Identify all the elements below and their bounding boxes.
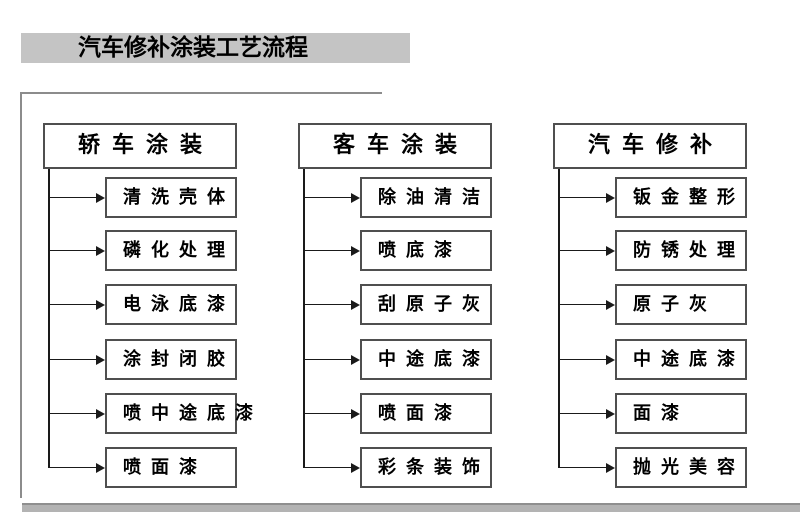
connector-arrow-line bbox=[558, 196, 608, 198]
column-header-box: 轿车涂装 bbox=[43, 123, 237, 169]
page-title-bar: 汽车修补涂装工艺流程 bbox=[21, 33, 410, 63]
process-step-label: 喷面漆 bbox=[123, 457, 207, 478]
arrowhead-icon bbox=[606, 299, 615, 310]
arrowhead-icon bbox=[96, 192, 105, 203]
process-step-box: 钣金整形 bbox=[615, 177, 747, 218]
arrowhead-icon bbox=[351, 245, 360, 256]
process-step-box: 喷中途底漆 bbox=[105, 393, 263, 434]
connector-arrow-line bbox=[303, 412, 353, 414]
process-step-label: 面漆 bbox=[633, 403, 689, 424]
process-step-label: 抛光美容 bbox=[633, 457, 745, 478]
connector-arrow-line bbox=[48, 303, 98, 305]
connector-trunk-line bbox=[48, 169, 50, 468]
process-step-label: 中途底漆 bbox=[633, 349, 745, 370]
arrowhead-icon bbox=[96, 354, 105, 365]
process-step-label: 磷化处理 bbox=[123, 240, 235, 261]
connector-arrow-line bbox=[558, 358, 608, 360]
arrowhead-icon bbox=[351, 408, 360, 419]
connector-arrow-line bbox=[303, 466, 353, 468]
process-step-label: 喷底漆 bbox=[378, 240, 462, 261]
connector-arrow-line bbox=[558, 249, 608, 251]
arrowhead-icon bbox=[96, 245, 105, 256]
column-header-box: 客车涂装 bbox=[298, 123, 492, 169]
process-step-box: 喷面漆 bbox=[105, 447, 237, 488]
process-step-label: 刮原子灰 bbox=[378, 294, 490, 315]
column-header-label: 轿车涂装 bbox=[77, 133, 214, 158]
arrowhead-icon bbox=[606, 354, 615, 365]
process-step-label: 除油清洁 bbox=[378, 187, 490, 208]
arrowhead-icon bbox=[96, 462, 105, 473]
process-step-label: 喷面漆 bbox=[378, 403, 462, 424]
process-step-box: 彩条装饰 bbox=[360, 447, 492, 488]
connector-arrow-line bbox=[558, 412, 608, 414]
process-step-label: 防锈处理 bbox=[633, 240, 745, 261]
arrowhead-icon bbox=[606, 192, 615, 203]
connector-arrow-line bbox=[48, 412, 98, 414]
process-step-label: 喷中途底漆 bbox=[123, 403, 263, 424]
arrowhead-icon bbox=[351, 299, 360, 310]
process-step-box: 除油清洁 bbox=[360, 177, 492, 218]
process-step-box: 涂封闭胶 bbox=[105, 339, 237, 380]
column-header-label: 客车涂装 bbox=[332, 133, 469, 158]
connector-arrow-line bbox=[558, 466, 608, 468]
process-column: 汽车修补 钣金整形 防锈处理 原子灰 中途底漆 面漆 bbox=[553, 123, 747, 493]
connector-arrow-line bbox=[48, 358, 98, 360]
process-step-label: 涂封闭胶 bbox=[123, 349, 235, 370]
connector-arrow-line bbox=[48, 466, 98, 468]
process-step-box: 喷面漆 bbox=[360, 393, 492, 434]
frame-border bbox=[20, 92, 382, 498]
connector-arrow-line bbox=[48, 249, 98, 251]
arrowhead-icon bbox=[606, 408, 615, 419]
arrowhead-icon bbox=[351, 354, 360, 365]
arrowhead-icon bbox=[351, 192, 360, 203]
column-header-label: 汽车修补 bbox=[587, 133, 724, 158]
process-column: 客车涂装 除油清洁 喷底漆 刮原子灰 中途底漆 喷面漆 bbox=[298, 123, 492, 493]
process-step-box: 喷底漆 bbox=[360, 230, 492, 271]
connector-trunk-line bbox=[558, 169, 560, 468]
connector-arrow-line bbox=[303, 303, 353, 305]
process-step-box: 抛光美容 bbox=[615, 447, 747, 488]
process-step-box: 清洗壳体 bbox=[105, 177, 237, 218]
process-step-box: 刮原子灰 bbox=[360, 284, 492, 325]
process-step-label: 彩条装饰 bbox=[378, 457, 490, 478]
page-title: 汽车修补涂装工艺流程 bbox=[78, 35, 308, 61]
process-step-label: 中途底漆 bbox=[378, 349, 490, 370]
bottom-bar bbox=[22, 503, 800, 512]
connector-arrow-line bbox=[558, 303, 608, 305]
process-step-box: 防锈处理 bbox=[615, 230, 747, 271]
connector-arrow-line bbox=[48, 196, 98, 198]
arrowhead-icon bbox=[351, 462, 360, 473]
process-step-label: 电泳底漆 bbox=[123, 294, 235, 315]
arrowhead-icon bbox=[96, 408, 105, 419]
connector-trunk-line bbox=[303, 169, 305, 468]
column-header-box: 汽车修补 bbox=[553, 123, 747, 169]
arrowhead-icon bbox=[96, 299, 105, 310]
process-step-label: 原子灰 bbox=[633, 294, 717, 315]
process-step-box: 中途底漆 bbox=[360, 339, 492, 380]
connector-arrow-line bbox=[303, 196, 353, 198]
arrowhead-icon bbox=[606, 462, 615, 473]
process-step-label: 清洗壳体 bbox=[123, 187, 235, 208]
process-step-box: 原子灰 bbox=[615, 284, 747, 325]
connector-arrow-line bbox=[303, 249, 353, 251]
process-step-box: 中途底漆 bbox=[615, 339, 747, 380]
process-step-box: 磷化处理 bbox=[105, 230, 237, 271]
process-step-box: 面漆 bbox=[615, 393, 747, 434]
process-step-label: 钣金整形 bbox=[633, 187, 745, 208]
process-column: 轿车涂装 清洗壳体 磷化处理 电泳底漆 涂封闭胶 喷中途底漆 bbox=[43, 123, 263, 493]
process-step-box: 电泳底漆 bbox=[105, 284, 237, 325]
connector-arrow-line bbox=[303, 358, 353, 360]
arrowhead-icon bbox=[606, 245, 615, 256]
